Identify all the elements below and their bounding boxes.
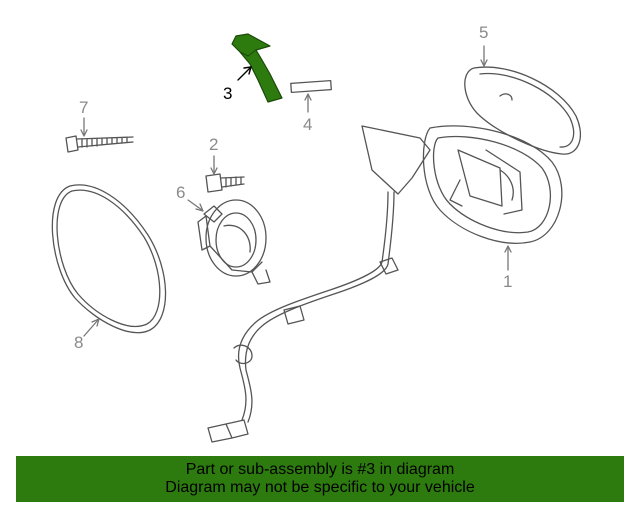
- callout-3: 3: [223, 84, 233, 103]
- callout-6: 6: [176, 183, 186, 202]
- callout-5: 5: [479, 23, 489, 42]
- wire-harness: [207, 191, 399, 443]
- info-banner: Part or sub-assembly is #3 in diagram Di…: [16, 456, 624, 502]
- callout-2: 2: [209, 135, 219, 154]
- pad-part-4: [290, 79, 332, 94]
- leader-lines: [80, 45, 512, 337]
- callout-1: 1: [503, 272, 513, 291]
- parts-diagram: [51, 33, 581, 443]
- mirror-glass-part-8: [51, 184, 167, 334]
- callout-4: 4: [303, 115, 313, 134]
- banner-line-2: Diagram may not be specific to your vehi…: [165, 479, 475, 496]
- bracket-part-3-highlighted: [231, 33, 283, 103]
- long-screw-part-7: [65, 135, 134, 153]
- mirror-housing-part-1: [361, 125, 563, 244]
- callout-7: 7: [79, 98, 89, 117]
- leader-part-3: [237, 66, 252, 81]
- motor-ring-part-6: [197, 199, 271, 285]
- callout-8: 8: [74, 333, 84, 352]
- banner-line-1: Part or sub-assembly is #3 in diagram: [185, 461, 455, 478]
- short-screw-part-2: [205, 173, 245, 193]
- mirror-cover-part-5: [464, 66, 581, 155]
